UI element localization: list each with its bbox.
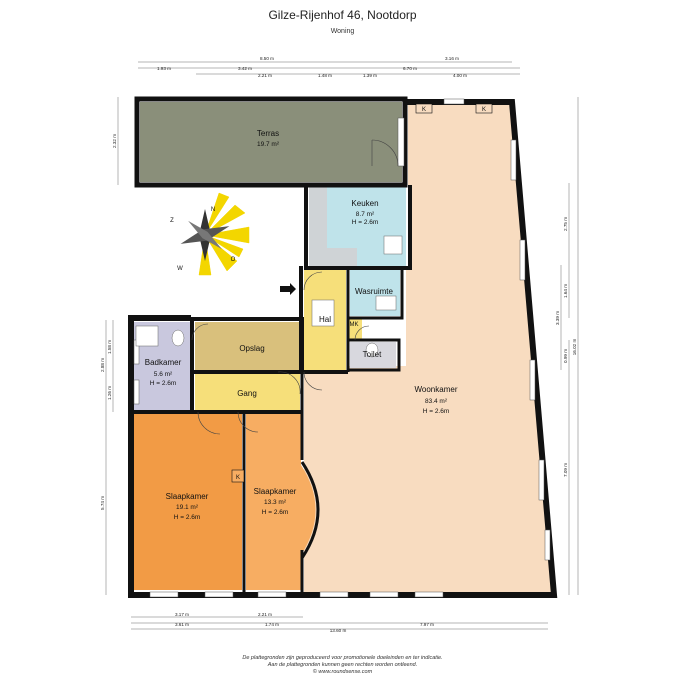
slaapkamer2-height: H = 2.6m — [262, 509, 289, 516]
dim-bottom-6: 13.60 m — [330, 628, 347, 633]
dim-top-4: 3.42 m — [238, 66, 252, 71]
dim-right-1: 2.75 m — [563, 217, 568, 231]
k-label-3: K — [236, 475, 240, 481]
k-label-1: K — [422, 107, 426, 113]
compass-letter-w: W — [177, 266, 183, 272]
dim-top-9: 4.00 m — [453, 73, 467, 78]
woonkamer-fill — [304, 104, 552, 592]
slaapkamer2-bay-fill — [301, 465, 316, 555]
toilet-name: Toilet — [363, 350, 382, 359]
bottom-dimensions — [131, 616, 548, 630]
doors — [191, 139, 399, 435]
slaapkamer1-fill — [134, 414, 242, 590]
dim-bottom-3: 3.61 m — [175, 622, 189, 627]
opslag-fill — [195, 322, 300, 370]
right-dimensions — [560, 97, 579, 595]
k-marker-2 — [475, 103, 493, 114]
dim-top-7: 1.48 m — [318, 73, 332, 78]
k-marker-1 — [415, 103, 433, 114]
hal-name: Hal — [319, 315, 331, 324]
compass-letter-z: Z — [170, 218, 174, 224]
dim-left-bad-outer: 2.88 m — [100, 358, 105, 372]
slaapkamer1-height: H = 2.6m — [174, 514, 201, 521]
dim-bottom-4: 1.74 m — [265, 622, 279, 627]
terras-name: Terras — [257, 129, 279, 138]
dim-right-4: 7.09 m — [563, 463, 568, 477]
dim-left-bad-a: 1.58 m — [107, 340, 112, 354]
keuken-height: H = 2.6m — [352, 219, 379, 226]
keuken-counter-bottom — [309, 248, 357, 266]
terras-area: 19.7 m² — [257, 141, 280, 148]
footer-line-3: © www.roundsense.com — [312, 669, 373, 675]
page-title: Gilze-Rijenhof 46, Nootdorp — [268, 8, 417, 22]
compass-letter-n: N — [211, 207, 215, 213]
slaapkamer2-fill — [246, 414, 301, 590]
dim-top-5: 6.70 m — [403, 66, 417, 71]
dim-top-8: 1.39 m — [363, 73, 377, 78]
dim-bottom-1: 3.17 m — [175, 612, 189, 617]
slaapkamer2-name: Slaapkamer — [254, 487, 297, 496]
dim-top-3: 1.93 m — [157, 66, 171, 71]
woonkamer-name: Woonkamer — [415, 385, 458, 394]
dim-bottom-5: 7.97 m — [420, 622, 434, 627]
dim-top-2: 3.16 m — [445, 56, 459, 61]
badkamer-area: 5.6 m² — [154, 371, 173, 378]
footer-line-1: De plattegronden zijn geproduceerd voor … — [242, 655, 443, 661]
wasruimte-name: Wasruimte — [355, 287, 393, 296]
badkamer-name: Badkamer — [145, 358, 182, 367]
opslag-name: Opslag — [239, 344, 264, 353]
page-subtitle: Woning — [330, 28, 355, 35]
compass-letter-o: O — [231, 257, 236, 263]
k-label-2: K — [482, 107, 486, 113]
woonkamer-height: H = 2.6m — [423, 408, 450, 415]
dim-right-mid: 3.39 m — [555, 311, 560, 325]
dim-left-slaapkamer: 5.74 m — [100, 496, 105, 510]
windows — [133, 98, 551, 598]
slaapkamer2-area: 13.3 m² — [264, 499, 287, 506]
dim-right-outer: 16.02 m — [572, 339, 577, 356]
dim-top-1: 8.50 m — [260, 56, 274, 61]
mk-fill — [348, 318, 362, 340]
top-dimensions — [138, 61, 520, 75]
keuken-counter — [309, 186, 327, 266]
footer-line-2: Aan de plattegronden kunnen geen rechten… — [267, 662, 418, 668]
compass-rose — [180, 192, 250, 276]
k-marker-3 — [231, 469, 245, 483]
left-dimensions — [105, 97, 119, 595]
slaapkamer1-area: 19.1 m² — [176, 504, 199, 511]
gang-fill — [195, 373, 300, 410]
dim-right-2: 1.64 m — [563, 284, 568, 298]
dim-left-bad-b: 1.26 m — [107, 386, 112, 400]
badkamer-height: H = 2.6m — [150, 380, 177, 387]
woonkamer-area: 83.4 m² — [425, 398, 448, 405]
dim-top-6: 2.21 m — [258, 73, 272, 78]
slaapkamer1-name: Slaapkamer — [166, 492, 209, 501]
keuken-area: 8.7 m² — [356, 211, 375, 218]
mk-name: MK — [350, 322, 359, 328]
dim-right-3: 0.99 m — [563, 349, 568, 363]
bathroom-fixtures — [135, 235, 403, 358]
gang-name: Gang — [237, 389, 257, 398]
terras-fill — [140, 102, 402, 182]
dim-left-terras: 2.32 m — [112, 134, 117, 148]
entry-arrow-icon — [280, 283, 296, 295]
dim-bottom-2: 2.21 m — [258, 612, 272, 617]
keuken-name: Keuken — [351, 199, 378, 208]
